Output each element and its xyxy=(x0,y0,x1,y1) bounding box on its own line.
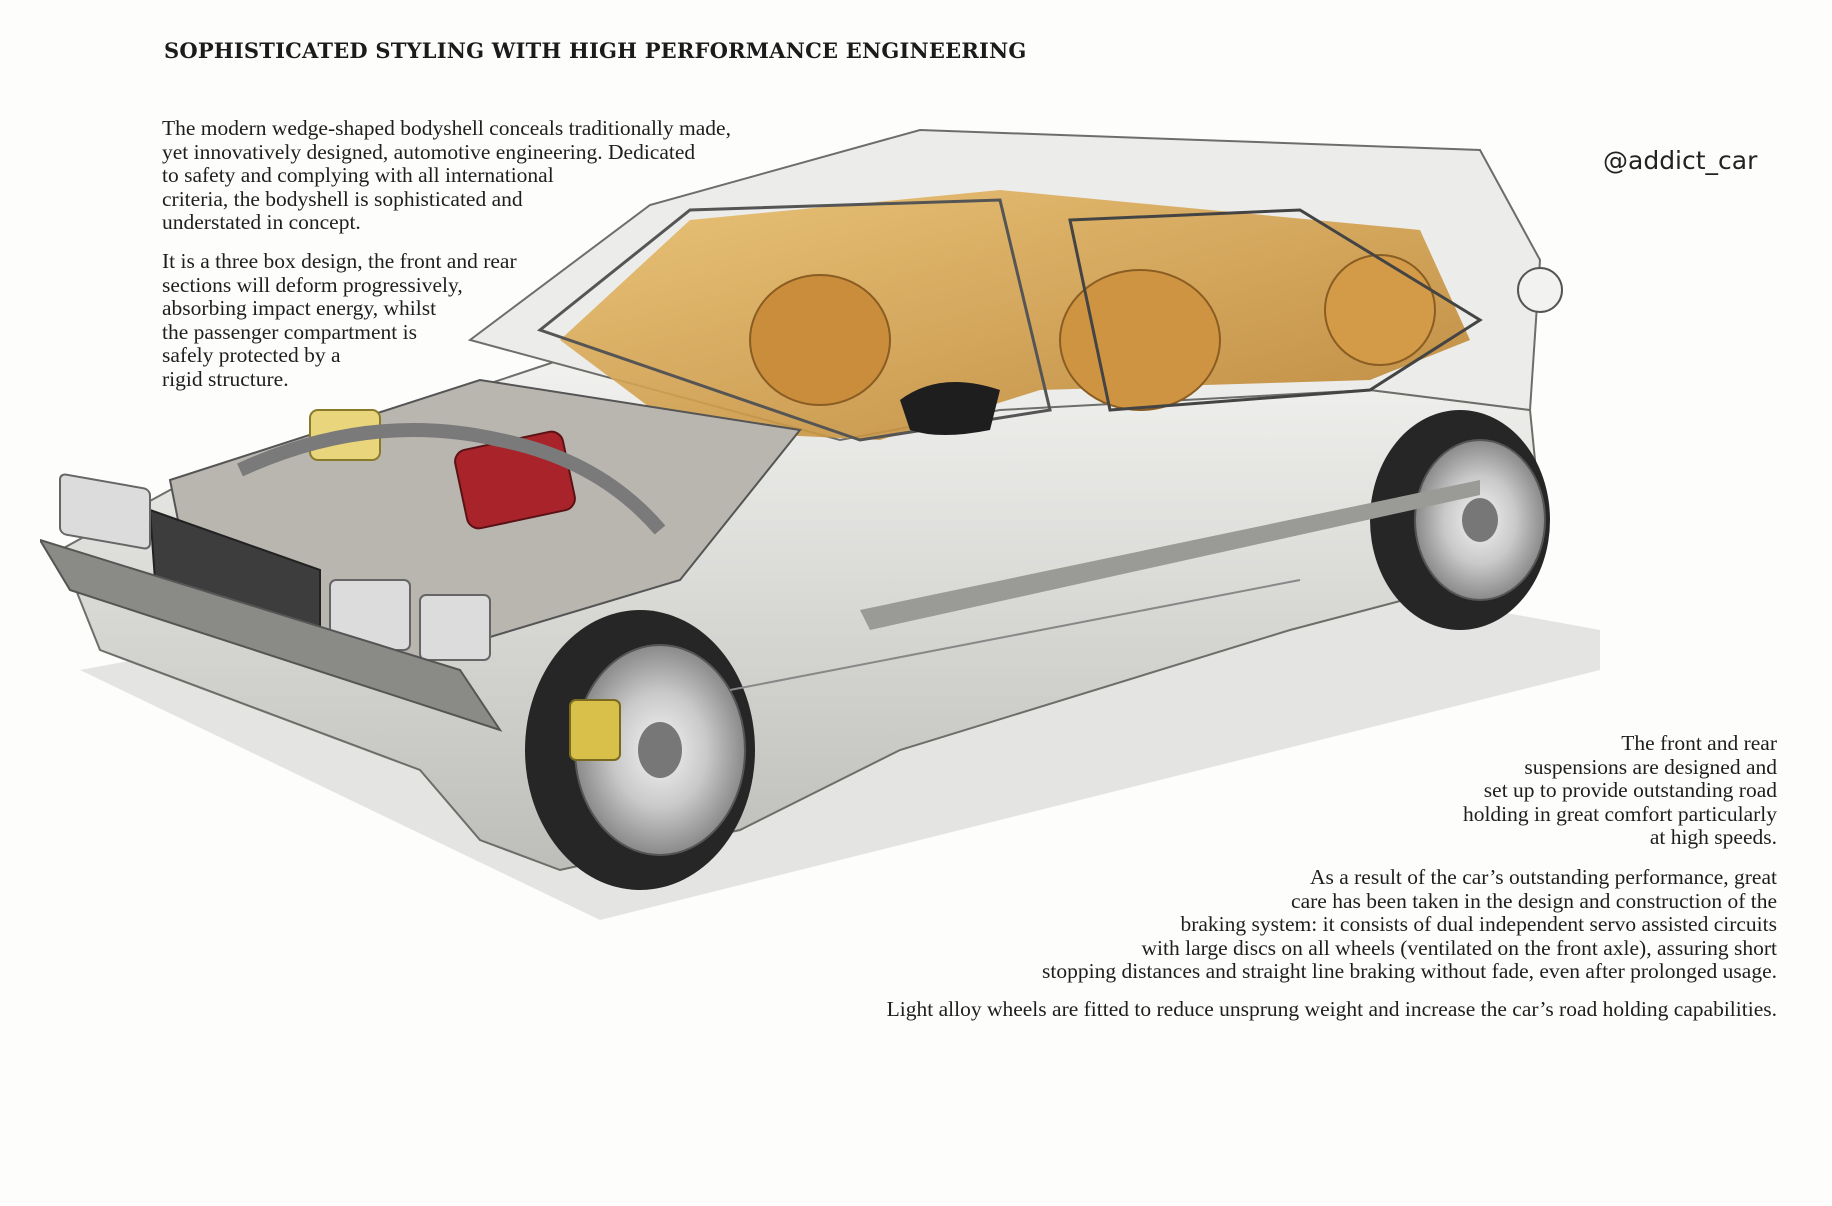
car-cutaway-illustration xyxy=(40,128,1600,920)
page-heading: SOPHISTICATED STYLING WITH HIGH PERFORMA… xyxy=(164,38,1027,63)
front-wheel xyxy=(525,610,755,890)
right-paragraph-1: The front and rear suspensions are desig… xyxy=(1462,731,1777,849)
left-paragraph-2: It is a three box design, the front and … xyxy=(162,249,517,391)
left-paragraph-1: The modern wedge-shaped bodyshell concea… xyxy=(162,116,731,234)
rear-wheel xyxy=(1370,410,1550,630)
right-paragraph-2: As a result of the car’s outstanding per… xyxy=(1042,865,1777,983)
side-mirror xyxy=(900,382,1000,435)
right-paragraph-3: Light alloy wheels are fitted to reduce … xyxy=(886,997,1777,1021)
front-bumper xyxy=(40,538,503,732)
watermark-handle: @addict_car xyxy=(1603,146,1758,175)
